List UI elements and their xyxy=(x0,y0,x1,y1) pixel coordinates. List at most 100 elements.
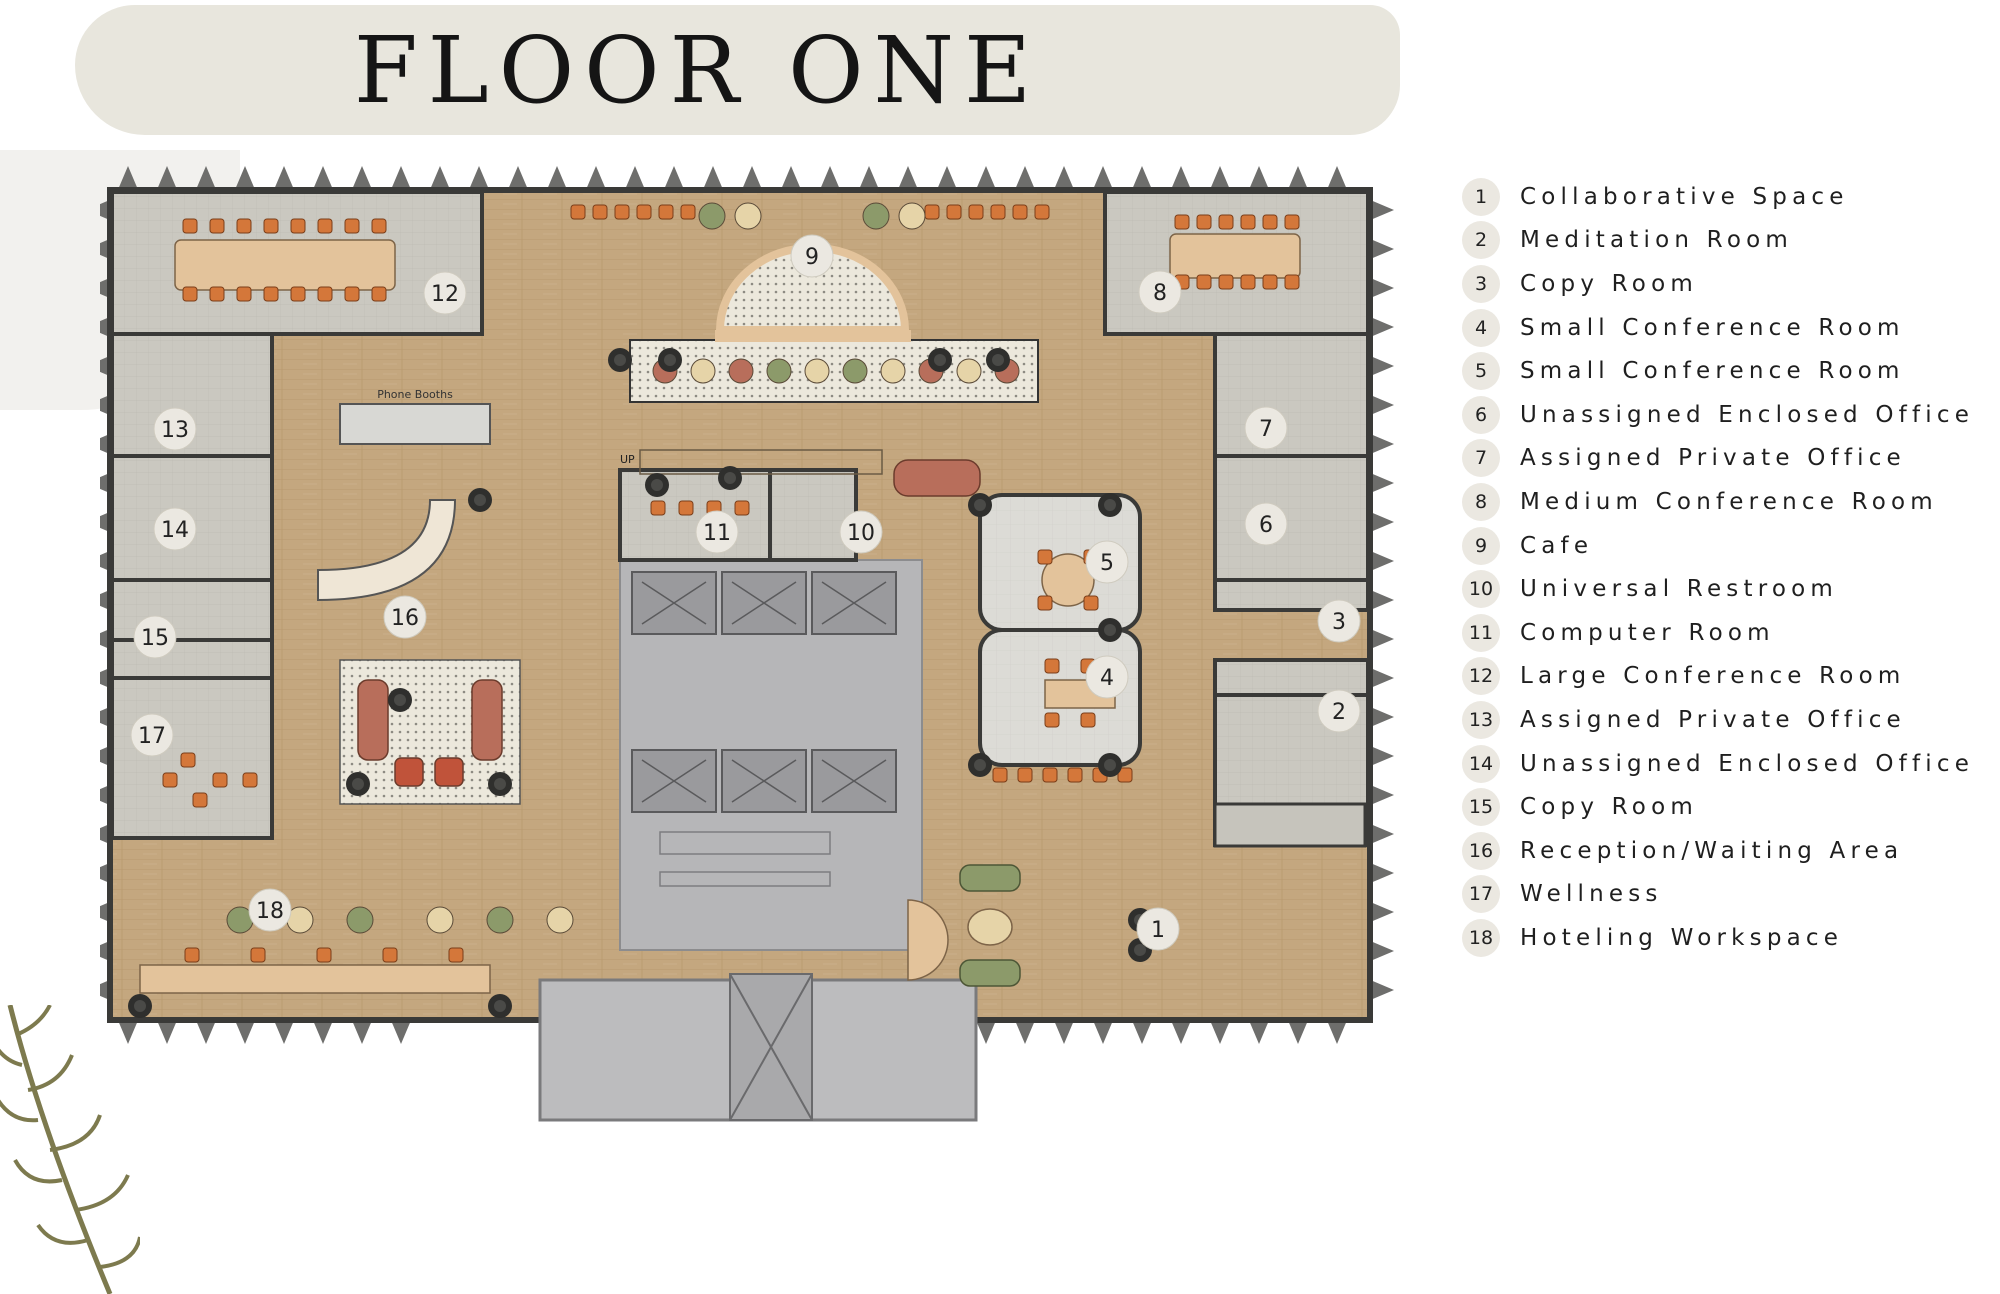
room-marker-13: 13 xyxy=(153,407,197,451)
title-banner xyxy=(75,5,1400,135)
page-title: FLOOR ONE xyxy=(353,16,1042,124)
room-marker-8: 8 xyxy=(1138,270,1182,314)
legend-label: Hoteling Workspace xyxy=(1520,924,1844,951)
legend-label: Copy Room xyxy=(1520,794,1698,821)
legend-item: 13 Assigned Private Office xyxy=(1462,698,1982,742)
room-marker-17: 17 xyxy=(130,713,174,757)
legend-number: 9 xyxy=(1462,526,1500,565)
room-marker-label: 5 xyxy=(1100,551,1114,576)
room-marker-label: 15 xyxy=(141,626,169,651)
elevator-shafts xyxy=(631,571,897,813)
legend-number: 1 xyxy=(1462,177,1500,216)
legend-label: Cafe xyxy=(1520,532,1594,559)
floor-plan: Phone Booths UP 123456789101112131415161… xyxy=(100,166,1394,1122)
legend-number: 18 xyxy=(1462,918,1500,957)
room-marker-16: 16 xyxy=(383,595,427,639)
legend-label: Wellness xyxy=(1520,881,1663,908)
legend-label: Unassigned Enclosed Office xyxy=(1520,401,1975,428)
legend-number: 14 xyxy=(1462,744,1500,783)
hoteling-desk xyxy=(139,964,491,994)
room-marker-14: 14 xyxy=(153,507,197,551)
room-marker-18: 18 xyxy=(248,888,292,932)
legend-label: Small Conference Room xyxy=(1520,358,1905,385)
fern-decoration xyxy=(0,1005,140,1294)
room-marker-label: 8 xyxy=(1153,281,1167,306)
legend-number: 6 xyxy=(1462,395,1500,434)
legend-number: 16 xyxy=(1462,831,1500,870)
legend-number: 8 xyxy=(1462,482,1500,521)
legend-item: 5 Small Conference Room xyxy=(1462,349,1982,393)
legend-label: Assigned Private Office xyxy=(1520,445,1906,472)
legend-item: 11 Computer Room xyxy=(1462,611,1982,655)
legend-item: 14 Unassigned Enclosed Office xyxy=(1462,742,1982,786)
phone-booths-label: Phone Booths xyxy=(377,388,453,401)
legend-item: 8 Medium Conference Room xyxy=(1462,480,1982,524)
legend-item: 17 Wellness xyxy=(1462,873,1982,917)
chairs xyxy=(162,202,1300,963)
legend-number: 13 xyxy=(1462,700,1500,739)
room-marker-1: 1 xyxy=(1136,907,1180,951)
legend-number: 3 xyxy=(1462,264,1500,303)
legend-label: Assigned Private Office xyxy=(1520,706,1906,733)
room-marker-label: 9 xyxy=(805,245,819,270)
legend-item: 9 Cafe xyxy=(1462,524,1982,568)
room-marker-5: 5 xyxy=(1085,540,1129,584)
room-marker-9: 9 xyxy=(790,234,834,278)
room-marker-label: 11 xyxy=(703,521,731,546)
room-marker-label: 1 xyxy=(1151,918,1165,943)
room-marker-label: 4 xyxy=(1100,666,1114,691)
legend-label: Universal Restroom xyxy=(1520,576,1838,603)
room-marker-label: 12 xyxy=(431,282,459,307)
legend-number: 12 xyxy=(1462,657,1500,696)
legend-number: 7 xyxy=(1462,439,1500,478)
legend-label: Medium Conference Room xyxy=(1520,488,1938,515)
room-marker-label: 14 xyxy=(161,518,189,543)
legend-item: 18 Hoteling Workspace xyxy=(1462,916,1982,960)
stairs xyxy=(639,449,883,475)
room-marker-3: 3 xyxy=(1317,599,1361,643)
legend-label: Unassigned Enclosed Office xyxy=(1520,750,1975,777)
phone-booths xyxy=(339,403,491,445)
legend-number: 5 xyxy=(1462,352,1500,391)
restroom-10 xyxy=(768,468,858,562)
legend-number: 2 xyxy=(1462,221,1500,260)
legend-number: 17 xyxy=(1462,875,1500,914)
legend-number: 11 xyxy=(1462,613,1500,652)
legend-label: Collaborative Space xyxy=(1520,183,1849,210)
plants xyxy=(128,348,1152,1018)
core-stair xyxy=(659,831,831,887)
legend-item: 16 Reception/Waiting Area xyxy=(1462,829,1982,873)
reception-desk xyxy=(317,499,457,602)
legend-label: Reception/Waiting Area xyxy=(1520,837,1904,864)
legend-label: Meditation Room xyxy=(1520,227,1793,254)
legend-item: 7 Assigned Private Office xyxy=(1462,437,1982,481)
stair-label: UP xyxy=(620,453,635,466)
room-marker-15: 15 xyxy=(133,615,177,659)
legend-item: 6 Unassigned Enclosed Office xyxy=(1462,393,1982,437)
legend-label: Copy Room xyxy=(1520,270,1698,297)
room-marker-6: 6 xyxy=(1244,502,1288,546)
room-marker-label: 13 xyxy=(161,418,189,443)
room-marker-4: 4 xyxy=(1085,655,1129,699)
legend-item: 15 Copy Room xyxy=(1462,785,1982,829)
room-marker-label: 2 xyxy=(1332,700,1346,725)
legend-item: 1 Collaborative Space xyxy=(1462,175,1982,219)
legend-label: Small Conference Room xyxy=(1520,314,1905,341)
legend-label: Computer Room xyxy=(1520,619,1775,646)
room-marker-label: 6 xyxy=(1259,513,1273,538)
room-marker-label: 18 xyxy=(256,899,284,924)
legend-number: 15 xyxy=(1462,788,1500,827)
room-marker-11: 11 xyxy=(695,510,739,554)
legend-item: 2 Meditation Room xyxy=(1462,219,1982,263)
legend-item: 3 Copy Room xyxy=(1462,262,1982,306)
room-marker-7: 7 xyxy=(1244,406,1288,450)
room-marker-label: 7 xyxy=(1259,417,1273,442)
room-marker-2: 2 xyxy=(1317,689,1361,733)
room-marker-label: 10 xyxy=(847,521,875,546)
